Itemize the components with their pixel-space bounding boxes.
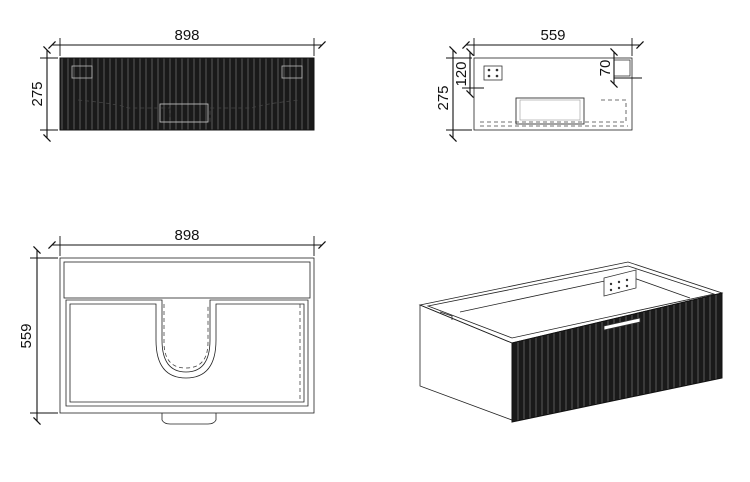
front-panel	[59, 57, 315, 131]
isometric-view	[418, 261, 724, 423]
side-front-bracket	[613, 59, 631, 77]
front-bracket-left	[71, 65, 93, 79]
top-view: 898 559	[18, 227, 326, 425]
side-offset-b-label: 70	[597, 60, 614, 77]
front-view: 898 275	[29, 27, 326, 142]
top-back-panel	[63, 261, 311, 299]
side-height-label: 275	[435, 85, 452, 110]
iso-bracket	[603, 269, 637, 297]
side-bracket	[483, 65, 503, 81]
top-tray-outline	[65, 299, 309, 407]
top-width-label: 898	[174, 227, 199, 244]
side-view: 559 275 120 70	[435, 27, 644, 142]
front-bracket-right	[281, 65, 303, 79]
side-outline	[473, 57, 633, 131]
front-drain-box	[159, 103, 209, 123]
side-drawer-box	[515, 97, 585, 125]
top-depth-label: 559	[18, 323, 35, 348]
side-depth-label: 559	[540, 27, 565, 44]
front-width-label: 898	[174, 27, 199, 44]
side-drawer-dash	[480, 99, 627, 123]
iso-handle	[603, 317, 641, 331]
side-offset-a-label: 120	[453, 61, 470, 86]
front-height-label: 275	[29, 81, 46, 106]
top-outer-outline	[59, 257, 315, 414]
top-siphon-dash	[163, 304, 209, 369]
iso-left-side	[419, 304, 513, 421]
iso-drawer-front	[511, 292, 723, 423]
top-handle-tab	[161, 413, 217, 425]
